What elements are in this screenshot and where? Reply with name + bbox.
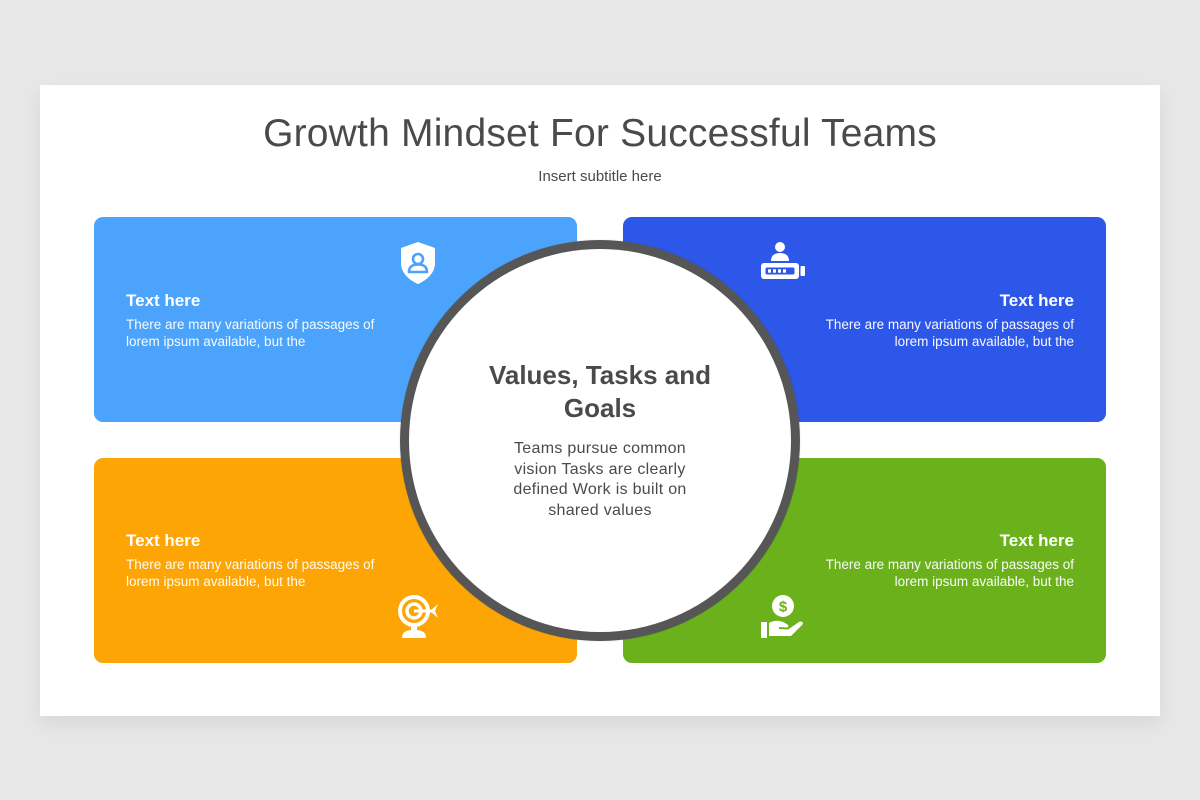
card-body: There are many variations of passages of… — [825, 557, 1074, 589]
card-heading: Text here — [999, 291, 1074, 310]
svg-text:$: $ — [779, 599, 788, 616]
hand-money-icon: $ — [758, 592, 806, 640]
card-heading: Text here — [126, 531, 201, 550]
card-heading: Text here — [126, 291, 201, 310]
slide-title: Growth Mindset For Successful Teams — [263, 112, 937, 155]
center-body: Teams pursue common vision Tasks are cle… — [513, 440, 687, 519]
user-id-card-icon — [758, 239, 806, 287]
card-body: There are many variations of passages of… — [825, 317, 1074, 349]
shield-user-icon — [394, 239, 442, 287]
center-circle: Values, Tasks and Goals Teams pursue com… — [400, 240, 800, 641]
card-body: There are many variations of passages of… — [126, 557, 375, 589]
center-title: Values, Tasks and Goals — [488, 360, 712, 423]
card-body: There are many variations of passages of… — [126, 317, 375, 349]
card-heading: Text here — [999, 531, 1074, 550]
target-arrow-icon — [394, 592, 442, 640]
slide-subtitle: Insert subtitle here — [538, 168, 662, 185]
